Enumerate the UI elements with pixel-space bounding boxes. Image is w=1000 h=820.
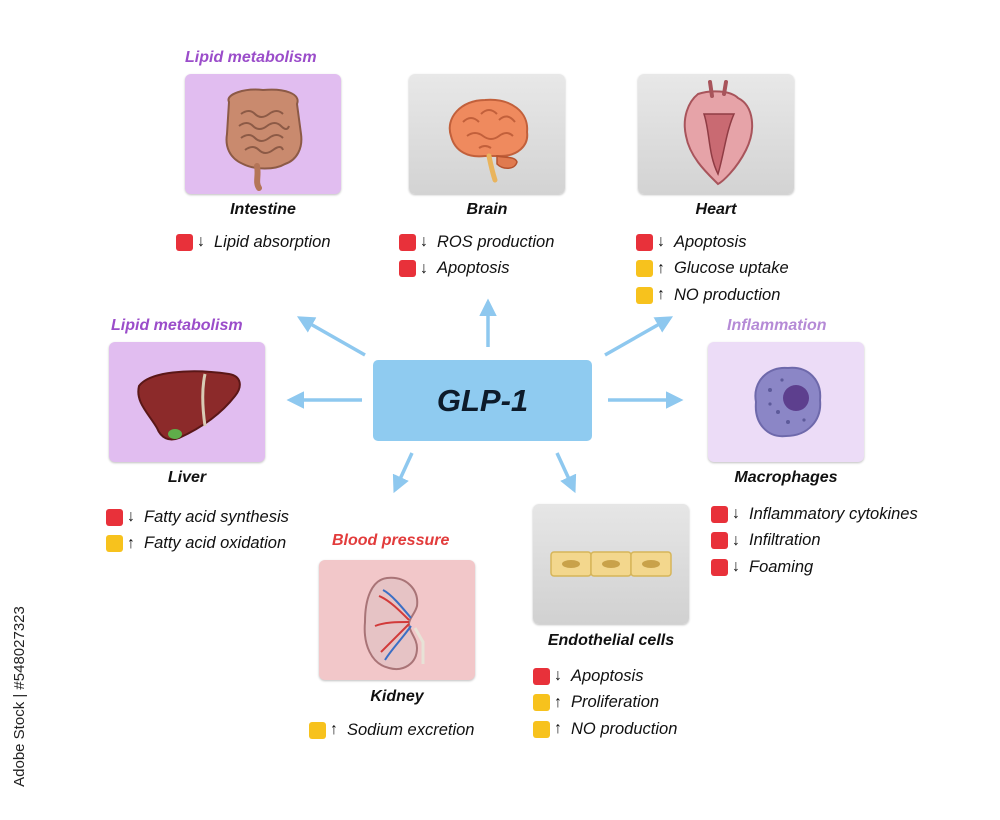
effect-item: ↓ Apoptosis	[636, 229, 789, 256]
increase-marker	[309, 721, 326, 739]
arrow-symbol: ↑	[554, 693, 562, 711]
effect-text: Lipid absorption	[214, 232, 331, 251]
kidney-category-label: Blood pressure	[332, 532, 450, 549]
macrophages-image	[708, 342, 864, 462]
heart-image	[638, 74, 794, 194]
arrow-symbol: ↓	[554, 667, 562, 685]
effect-text: Glucose uptake	[674, 259, 789, 278]
decrease-marker	[711, 558, 728, 576]
increase-marker	[636, 286, 653, 304]
arrow-symbol: ↓	[732, 505, 740, 523]
effect-text: Foaming	[749, 557, 814, 576]
heart-name: Heart	[695, 201, 737, 218]
intestine-image	[185, 74, 341, 194]
effect-item: ↑ Fatty acid oxidation	[106, 531, 289, 558]
intestine-name: Intestine	[230, 201, 296, 218]
macrophages-category-label: Inflammation	[727, 317, 827, 334]
arrow-symbol: ↑	[330, 721, 338, 739]
brain-effects: ↓ ROS production ↓ Apoptosis	[399, 229, 554, 282]
effect-text: Inflammatory cytokines	[749, 504, 918, 523]
glp1-center-box: GLP-1	[373, 360, 592, 441]
kidney-image	[319, 560, 475, 680]
effect-item: ↑ NO production	[636, 282, 789, 309]
effect-text: Apoptosis	[437, 259, 510, 278]
arrow-symbol: ↑	[657, 286, 665, 304]
macrophages-effects: ↓ Inflammatory cytokines ↓ Infiltration ↓ F…	[711, 501, 918, 581]
heart-icon	[683, 80, 754, 186]
kidney-effects: ↑ Sodium excretion	[309, 717, 474, 744]
effect-item: ↑ Sodium excretion	[309, 717, 474, 744]
effect-text: Apoptosis	[674, 232, 747, 251]
intestine-effects: ↓ Lipid absorption	[176, 229, 331, 256]
macrophages-name: Macrophages	[734, 469, 838, 486]
decrease-marker	[106, 508, 123, 526]
liver-name: Liver	[167, 469, 207, 486]
increase-marker	[636, 260, 653, 278]
effect-item: ↓ Apoptosis	[533, 663, 677, 690]
intestine-icon	[225, 88, 303, 191]
arrow-symbol: ↑	[657, 259, 665, 277]
endothelial-name: Endothelial cells	[547, 632, 675, 649]
effect-item: ↓ Apoptosis	[399, 256, 554, 283]
endothelial-cells-icon	[550, 551, 672, 577]
effect-text: Sodium excretion	[347, 720, 475, 739]
brain-icon	[448, 98, 529, 183]
increase-marker	[533, 720, 550, 738]
arrow-symbol: ↓	[732, 531, 740, 549]
liver-category-label: Lipid metabolism	[111, 317, 243, 334]
increase-marker	[533, 694, 550, 712]
arrow-to-kidney	[392, 452, 414, 494]
arrow-symbol: ↑	[127, 534, 135, 552]
arrow-symbol: ↓	[420, 233, 428, 251]
effect-item: ↓ Infiltration	[711, 528, 918, 555]
endothelial-image	[533, 504, 689, 624]
effect-item: ↑ Proliferation	[533, 690, 677, 717]
decrease-marker	[533, 667, 550, 685]
effect-text: Fatty acid oxidation	[144, 534, 287, 553]
effect-item: ↓ Inflammatory cytokines	[711, 501, 918, 528]
effect-text: Fatty acid synthesis	[144, 507, 289, 526]
effect-item: ↑ Glucose uptake	[636, 256, 789, 283]
arrow-symbol: ↓	[732, 558, 740, 576]
kidney-name: Kidney	[370, 688, 424, 705]
decrease-marker	[176, 233, 193, 251]
intestine-category-label: Lipid metabolism	[185, 49, 317, 66]
effect-item: ↑ NO production	[533, 716, 677, 743]
liver-image	[109, 342, 265, 462]
brain-image	[409, 74, 565, 194]
arrow-symbol: ↑	[554, 720, 562, 738]
heart-effects: ↓ Apoptosis ↑ Glucose uptake ↑ NO productio…	[636, 229, 789, 309]
arrow-symbol: ↓	[420, 259, 428, 277]
arrow-to-heart	[604, 316, 674, 357]
effect-text: NO production	[674, 285, 781, 304]
endothelial-effects: ↓ Apoptosis ↑ Proliferation ↑ NO production	[533, 663, 677, 743]
decrease-marker	[636, 233, 653, 251]
effect-item: ↓ Lipid absorption	[176, 229, 331, 256]
brain-name: Brain	[466, 201, 508, 218]
arrow-symbol: ↓	[197, 233, 205, 251]
decrease-marker	[399, 260, 416, 278]
effect-text: Proliferation	[571, 693, 660, 712]
effect-text: Infiltration	[749, 531, 821, 550]
liver-effects: ↓ Fatty acid synthesis ↑ Fatty acid oxidat…	[106, 504, 289, 557]
macrophage-icon	[754, 366, 822, 438]
liver-icon	[137, 370, 241, 441]
effect-item: ↓ Fatty acid synthesis	[106, 504, 289, 531]
decrease-marker	[711, 505, 728, 523]
effect-item: ↓ Foaming	[711, 554, 918, 581]
decrease-marker	[711, 532, 728, 550]
decrease-marker	[399, 233, 416, 251]
arrow-to-endothelial	[555, 452, 577, 494]
arrow-to-intestine	[296, 316, 366, 357]
effect-text: ROS production	[437, 232, 555, 251]
kidney-icon	[363, 576, 425, 670]
increase-marker	[106, 535, 123, 553]
effect-text: NO production	[571, 719, 678, 738]
arrow-symbol: ↓	[127, 508, 135, 526]
stock-watermark: Adobe Stock | #548027323	[10, 605, 28, 787]
arrow-symbol: ↓	[657, 233, 665, 251]
effect-text: Apoptosis	[571, 666, 644, 685]
effect-item: ↓ ROS production	[399, 229, 554, 256]
